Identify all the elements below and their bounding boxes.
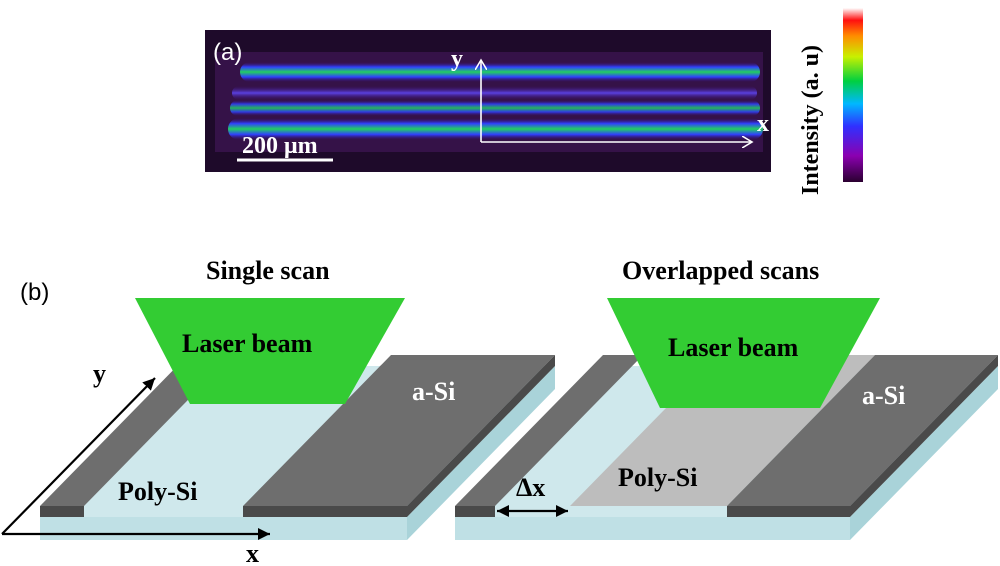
substrate-side [407, 366, 555, 540]
asi-block-right-side [407, 355, 555, 517]
asi-block-right-side-2 [850, 355, 998, 517]
scan-line-3 [230, 100, 760, 116]
laser-beam-single-label: Laser beam [182, 329, 313, 358]
asi-block-right-front [243, 506, 407, 517]
substrate-front [40, 517, 407, 540]
laser-beam-overlapped-label: Laser beam [668, 333, 799, 362]
single-scan-diagram: Single scan Laser beam a-Si Poly-Si y x [1, 256, 555, 566]
diagram-y-axis-arrow [1, 377, 156, 535]
asi-label-overlapped: a-Si [862, 381, 905, 410]
asi-label-single: a-Si [412, 377, 455, 406]
asi-strip-left-top [40, 355, 232, 506]
delta-x-label: Δx [516, 473, 545, 502]
panel-a-label: (a) [213, 39, 242, 66]
asi-block-right-front-2 [727, 506, 850, 517]
panel-a: (a) y x 200 μm Intensity (a. u) [205, 8, 863, 195]
substrate-front-2 [455, 517, 850, 540]
asi-block-right-top-2 [727, 355, 998, 506]
colorbar-label: Intensity (a. u) [798, 45, 824, 195]
diagram-x-axis-label: x [246, 539, 259, 566]
scale-bar-label: 200 μm [242, 133, 318, 159]
scan-line-1 [240, 62, 760, 82]
scan-line-2 [232, 86, 757, 100]
scan-line-4 [228, 118, 763, 140]
asi-block-right-top [243, 355, 555, 506]
diagram-y-axis-label: y [93, 359, 106, 388]
single-scan-title: Single scan [206, 256, 330, 285]
polysi-label-overlapped: Poly-Si [618, 463, 697, 492]
panel-b-label: (b) [20, 279, 49, 306]
asi-strip-left-front-2 [455, 506, 495, 517]
laser-beam-single [135, 298, 405, 404]
asi-strip-left-top-2 [455, 355, 643, 506]
asi-strip-left-front [40, 506, 84, 517]
substrate-side-2 [850, 366, 998, 540]
image-y-axis-label: y [451, 46, 463, 72]
colorbar [843, 8, 863, 182]
overlapped-scans-title: Overlapped scans [622, 256, 819, 285]
polysi-label-single: Poly-Si [118, 477, 197, 506]
overlapped-scans-diagram: Overlapped scans Laser beam a-Si Poly-Si… [455, 256, 998, 540]
laser-beam-overlapped [607, 298, 880, 408]
image-x-axis-label: x [757, 111, 769, 137]
